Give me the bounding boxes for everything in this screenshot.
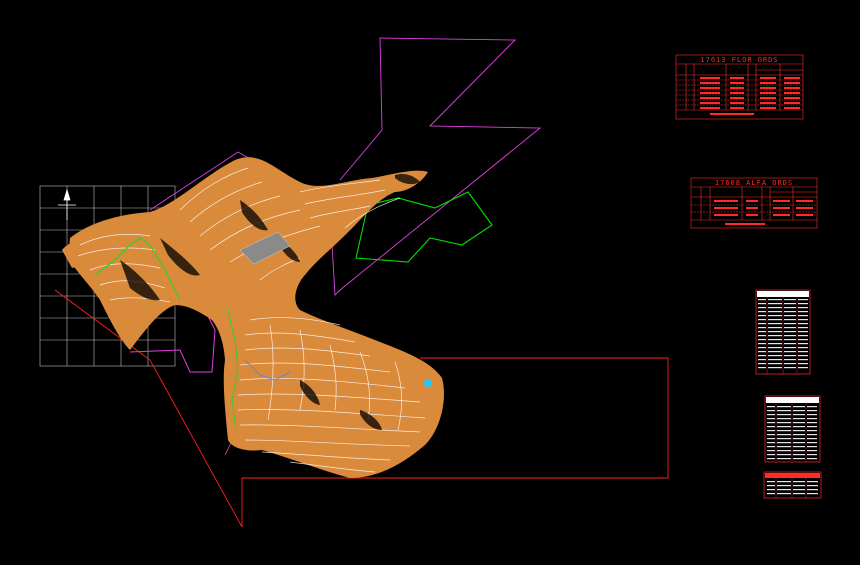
parcel-boundary-green: [355, 191, 493, 263]
north-arrow-icon: [58, 188, 76, 220]
coordinate-list-table-2[interactable]: [764, 395, 821, 463]
green-path: [94, 237, 181, 301]
coordinate-table-flor[interactable]: [675, 54, 804, 120]
water-point-icon: [424, 379, 432, 387]
table-alfa-title: 17608 ALFA ORDS: [715, 179, 793, 187]
stream-line: [244, 359, 291, 381]
coordinate-list-table-3[interactable]: [763, 471, 822, 499]
table-flor-cells: [700, 77, 800, 115]
coordinate-list-table-1[interactable]: [755, 289, 811, 375]
coordinate-table-alfa[interactable]: [690, 177, 818, 229]
building-footprint: [239, 231, 291, 265]
property-boundary-red: [54, 289, 669, 528]
terrain-contours: [62, 157, 445, 478]
table-flor-title: 17613 FLOR ORDS: [700, 56, 778, 64]
table-alfa-cells: [714, 200, 813, 225]
green-path-2: [227, 309, 239, 431]
